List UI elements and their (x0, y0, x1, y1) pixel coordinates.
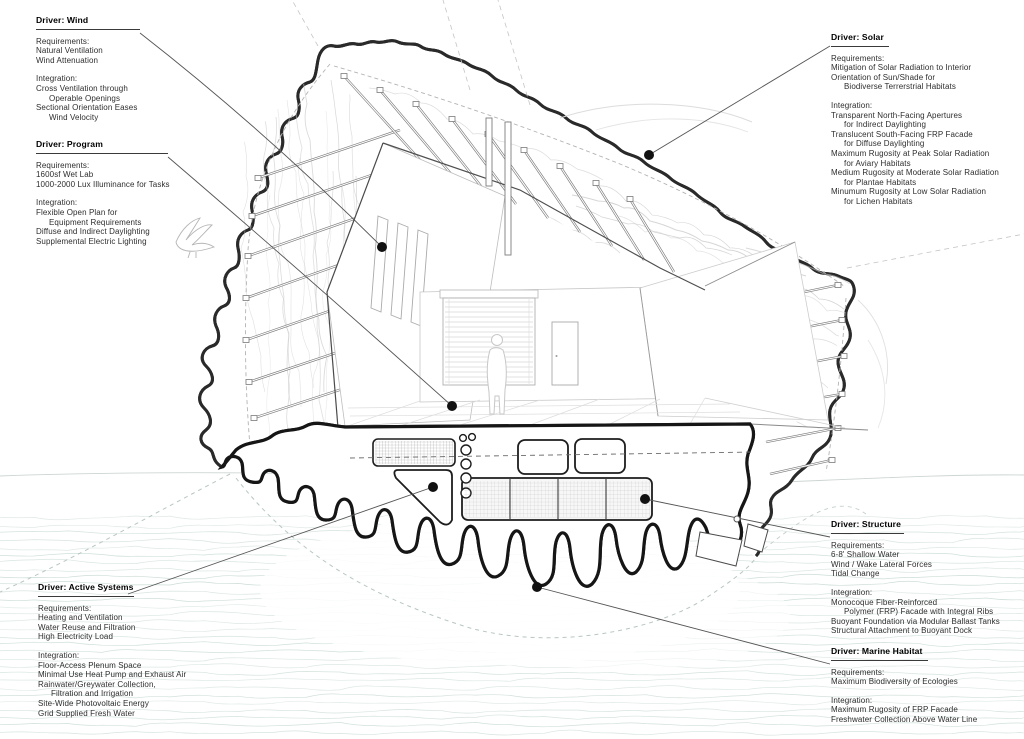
annotation-structure-title: Driver: Structure (831, 519, 904, 534)
plenum-pocket (393, 469, 453, 526)
annotation-solar-title: Driver: Solar (831, 32, 889, 47)
dock-plate-b (743, 523, 769, 553)
marker-dot-active (428, 482, 438, 492)
annotation-solar: Driver: Solar Requirements: Mitigation o… (831, 32, 999, 206)
long-ballast-tank (461, 477, 653, 521)
ballast-tank-b (574, 438, 626, 474)
annotation-program: Driver: Program Requirements: 1600sf Wet… (36, 139, 170, 246)
leader-lines (127, 32, 831, 665)
tank-hatch-lines (375, 441, 650, 519)
leader-program (167, 156, 453, 407)
hanger-posts (485, 117, 512, 256)
hull-waterline-dashed (349, 451, 756, 459)
annotation-markers (377, 150, 741, 592)
annotation-marine-title: Driver: Marine Habitat (831, 646, 928, 661)
exterior-wisps (559, 103, 888, 429)
annotation-active-title: Driver: Active Systems (38, 582, 134, 597)
pod-shell-edge (198, 39, 856, 558)
annotation-wind-title: Driver: Wind (36, 15, 140, 30)
annotation-structure: Driver: Structure Requirements: 6-8' Sha… (831, 519, 1000, 636)
pipe-circles (458, 432, 477, 499)
interior-room (326, 117, 869, 431)
hatched-tank (372, 438, 456, 467)
dock-plate-a (695, 531, 743, 567)
marker-dot-wind (377, 242, 387, 252)
interior-door (551, 321, 579, 386)
annotation-marine: Driver: Marine Habitat Requirements: Max… (831, 646, 978, 724)
annotation-wind: Driver: Wind Requirements: Natural Venti… (36, 15, 140, 122)
leader-solar (648, 45, 831, 156)
marker-dot-solar (644, 150, 654, 160)
marker-ring-structure (733, 515, 741, 523)
eave-edge (382, 142, 706, 291)
hull-section (217, 421, 769, 588)
window-slits (370, 215, 429, 327)
annotation-active: Driver: Active Systems Requirements: Hea… (38, 582, 187, 718)
leader-active (127, 486, 434, 595)
leader-marine (536, 586, 831, 665)
marker-dot-marine (532, 582, 542, 592)
annotation-program-title: Driver: Program (36, 139, 168, 154)
bird-sketch (175, 217, 216, 259)
marker-dot-program (447, 401, 457, 411)
ballast-tank-a (517, 439, 569, 475)
leader-wind (139, 32, 383, 248)
person-figure (486, 334, 507, 415)
marker-dot-structure (640, 494, 650, 504)
projection-lines (291, 0, 1024, 269)
